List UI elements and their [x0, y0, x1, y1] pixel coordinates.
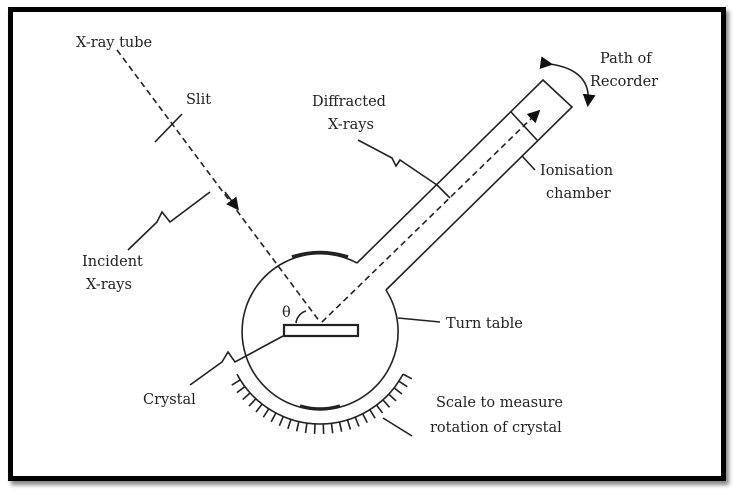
label-recorder: Recorder: [590, 74, 658, 90]
scale-tick: [346, 419, 352, 430]
label-ionisation: Ionisation: [540, 163, 613, 179]
arm-tick: [436, 184, 451, 199]
diffracted-leader: [357, 139, 438, 186]
scale-tick: [369, 409, 376, 419]
scale-tick: [270, 412, 277, 423]
scale-arc: [236, 373, 404, 425]
scale-tick: [255, 403, 263, 413]
recorder-arm: [356, 78, 574, 291]
scale-tick: [375, 404, 384, 414]
scale-tick: [242, 392, 251, 401]
crystal: [282, 323, 360, 338]
diagram-frame: [8, 7, 726, 481]
scale-tick: [304, 422, 308, 434]
label-theta: θ: [282, 305, 291, 321]
rotation-scale: [231, 373, 413, 434]
label-diffracted: Diffracted: [312, 94, 386, 110]
label-incident-2: X-rays: [86, 277, 132, 293]
label-scale: Scale to measure: [436, 395, 563, 411]
label-scale-2: rotation of crystal: [430, 420, 562, 436]
scale-tick: [382, 399, 391, 408]
diffracted-ray: [321, 109, 541, 323]
ionisation-leader: [521, 155, 536, 171]
scale-tick: [295, 421, 300, 432]
turn-table-clamp-bottom: [299, 404, 341, 411]
incident-ray-arrow: [224, 191, 239, 211]
scale-tick: [248, 398, 257, 407]
turn-table: [241, 252, 399, 411]
scale-tick: [287, 419, 292, 430]
crystal-leader: [189, 335, 284, 386]
slit: [154, 113, 183, 143]
scale-tick: [262, 408, 270, 418]
path-of-recorder-arrow: [539, 56, 596, 108]
scale-tick: [231, 379, 241, 386]
label-crystal: Crystal: [143, 392, 196, 408]
scale-tick: [278, 416, 285, 427]
label-slit: Slit: [186, 92, 211, 108]
scale-tick: [354, 416, 360, 427]
scale-tick: [361, 413, 368, 424]
label-chamber: chamber: [546, 186, 611, 202]
scale-tick: [393, 387, 403, 395]
scale-leader: [382, 417, 413, 437]
scale-tick: [338, 421, 343, 432]
incident-ray: [116, 49, 321, 323]
scale-tick: [330, 423, 334, 434]
scale-tick: [313, 423, 316, 434]
scale-tick: [236, 385, 246, 394]
theta-arc: [295, 310, 307, 324]
scale-tick: [402, 373, 413, 380]
scale-tick: [398, 380, 408, 388]
label-diffracted-2: X-rays: [328, 117, 374, 133]
label-path-of: Path of: [600, 51, 653, 67]
turn-table-leader: [397, 317, 441, 323]
label-turn-table: Turn table: [446, 316, 523, 332]
scale-tick: [388, 393, 397, 402]
turn-table-clamp-top: [291, 250, 349, 259]
incident-leader: [127, 191, 211, 251]
label-incident: Incident: [82, 254, 143, 270]
label-xray-tube: X-ray tube: [76, 35, 152, 51]
